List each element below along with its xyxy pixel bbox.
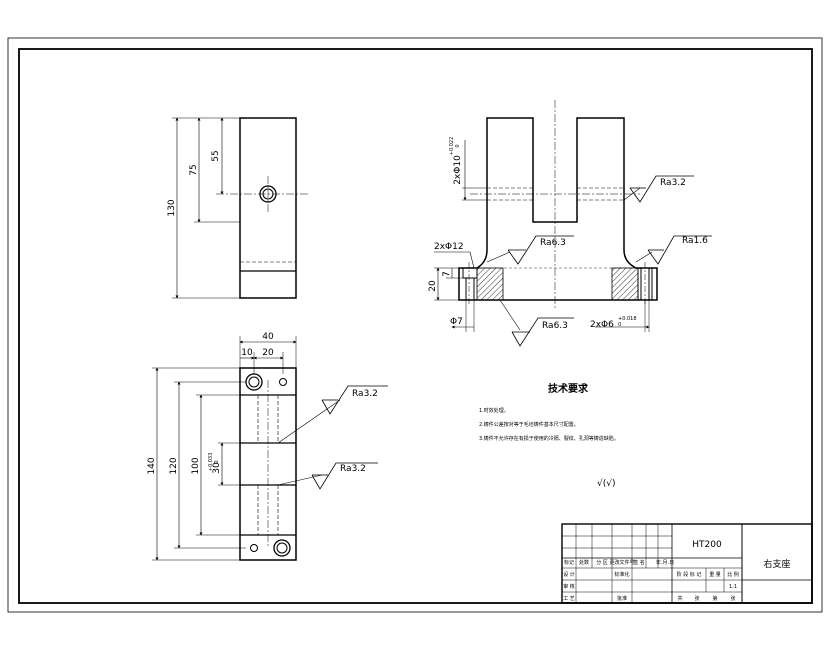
tb-header-3: 分 区 — [596, 559, 608, 566]
front-view — [152, 336, 388, 561]
tb-sheet-4: 张 — [730, 595, 735, 602]
dim-tol-30: +0.0330 — [208, 453, 220, 472]
general-roughness-symbol: √(√) — [597, 478, 616, 489]
side-view-section-left — [476, 267, 504, 301]
roughness-symbol-side-2 — [507, 235, 574, 265]
dim-text-20: 20 — [262, 348, 274, 358]
tb-header-2: 处数 — [579, 559, 589, 566]
dim-text-20-side: 20 — [428, 280, 438, 292]
dim-text-10: 10 — [241, 348, 253, 358]
roughness-front-1: Ra3.2 — [352, 389, 378, 399]
top-view-body — [239, 117, 297, 299]
inner-border — [18, 48, 813, 604]
dim-tol-bore: +0.0220 — [449, 137, 461, 156]
title-block — [561, 523, 813, 604]
tb-sheet-2: 张 — [694, 595, 699, 602]
dim-text-7: 7 — [442, 271, 452, 277]
tech-req-item-3: 3.铸件不允许存在有损于使用的冷隔、裂纹、孔洞等铸造缺陷。 — [479, 435, 619, 442]
title-material: HT200 — [692, 540, 722, 550]
tb-sign-row-2: 审 核 — [563, 583, 575, 590]
roughness-side-3: Ra1.6 — [682, 236, 708, 246]
tb-scale-label: 比 例 — [727, 571, 739, 578]
tb-stage-label: 阶 段 标 记 — [677, 571, 702, 578]
dim-text-120: 120 — [169, 457, 179, 474]
tb-sheet-3: 第 — [712, 595, 717, 602]
dim-text-55: 55 — [211, 150, 221, 161]
roughness-symbol-side-3 — [647, 235, 712, 265]
tb-sign-col-1: 标准化 — [614, 571, 629, 578]
roughness-side-1: Ra3.2 — [660, 178, 686, 188]
front-view-cbore-bottom-outer — [273, 539, 291, 557]
front-view-cbore-top-outer — [245, 373, 263, 391]
dim-text-phi7: Φ7 — [450, 317, 463, 327]
tech-req-item-2: 2.铸件公差按对等于毛坯铸件基本尺寸配置。 — [479, 421, 579, 428]
tb-sign-row-3: 工 艺 — [563, 596, 575, 602]
tb-header-4: 更改文件号 — [609, 559, 634, 566]
tech-req-item-1: 1.时效处理。 — [479, 407, 509, 414]
tb-scale-value: 1:1 — [729, 584, 737, 590]
dim-text-bore: 2xΦ10 — [453, 155, 463, 185]
tech-req-title: 技术要求 — [548, 382, 589, 395]
tb-sheet-1: 共 — [677, 595, 682, 602]
title-part-name: 右支座 — [763, 558, 790, 570]
front-view-body — [239, 367, 297, 561]
front-view-pin-bottom — [250, 544, 258, 552]
dim-text-140: 140 — [147, 457, 157, 474]
front-view-cbore-bottom-inner — [276, 542, 288, 554]
dim-text-130: 130 — [167, 199, 177, 216]
side-view-section-right — [611, 267, 639, 301]
tb-header-1: 标记 — [564, 559, 574, 566]
tb-sign-col-2: 批准 — [617, 595, 627, 602]
top-view — [172, 117, 310, 299]
tb-sign-row-1: 设 计 — [563, 571, 575, 578]
dim-text-75: 75 — [189, 164, 199, 175]
side-view — [434, 100, 712, 347]
roughness-symbol-front-1 — [321, 385, 388, 415]
outer-border — [7, 37, 823, 613]
tb-header-5: 签 名 — [633, 559, 645, 566]
roughness-symbol-side-1 — [629, 175, 694, 203]
dim-text-30: 30 — [212, 462, 222, 474]
roughness-side-2: Ra6.3 — [540, 238, 566, 248]
dim-text-cbore: 2xΦ12 — [434, 242, 464, 252]
dim-text-dowel: 2xΦ6 — [590, 320, 614, 330]
tb-header-6: 年.月.日 — [656, 559, 674, 566]
roughness-symbol-front-2 — [311, 462, 378, 490]
dim-text-40: 40 — [262, 332, 274, 342]
front-view-cbore-top-inner — [248, 376, 260, 388]
dim-text-100: 100 — [191, 457, 201, 474]
roughness-front-2: Ra3.2 — [340, 464, 366, 474]
front-view-pin-top — [279, 378, 287, 386]
tb-weight-label: 重 量 — [709, 571, 721, 578]
roughness-side-4: Ra6.3 — [542, 321, 568, 331]
